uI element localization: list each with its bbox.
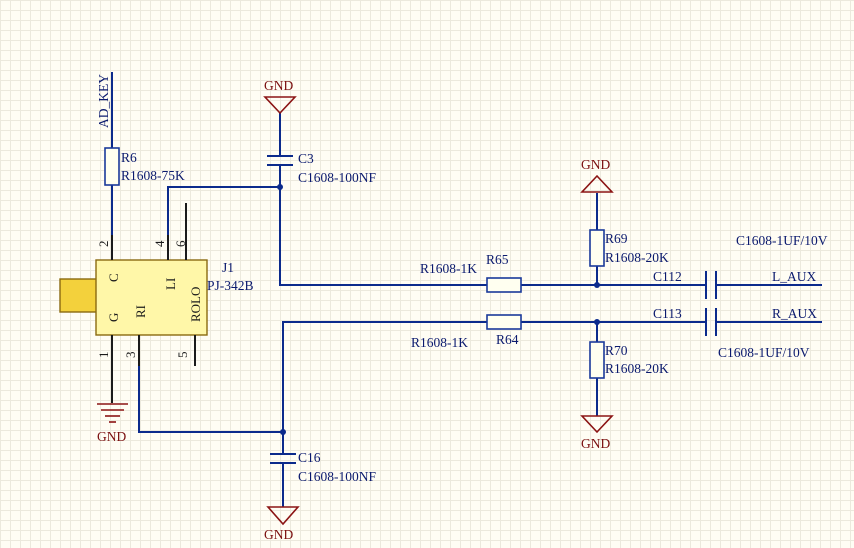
gnd-label-c16: GND <box>264 527 293 542</box>
junctions <box>277 184 600 435</box>
r69-value: R1608-20K <box>605 250 669 265</box>
r64-value: R1608-1K <box>411 335 468 350</box>
j1-value: PJ-342B <box>207 278 254 293</box>
c112-designator: C112 <box>653 269 682 284</box>
pin-number-6: 6 <box>173 240 188 247</box>
resistor-r69[interactable]: R69 R1608-20K <box>589 229 669 267</box>
pin-name-rolo: ROLO <box>188 287 203 322</box>
resistor-r70[interactable]: R70 R1608-20K <box>589 341 669 379</box>
capacitor-c3[interactable]: C3 C1608-100NF <box>267 151 376 185</box>
gnd-symbol-c3: GND <box>263 78 297 115</box>
gnd-label-r70: GND <box>581 436 610 451</box>
r6-designator: R6 <box>121 150 137 165</box>
resistor-r6[interactable]: R6 R1608-75K <box>104 147 185 186</box>
r69-designator: R69 <box>605 231 628 246</box>
pin-number-3: 3 <box>123 352 138 359</box>
pin-name-ri: RI <box>133 305 148 318</box>
junction-r-node <box>594 319 600 325</box>
r65-designator: R65 <box>486 252 509 267</box>
gnd-symbol-c16: GND <box>264 506 300 542</box>
c3-designator: C3 <box>298 151 314 166</box>
gnd-label-r69: GND <box>581 157 610 172</box>
r64-designator: R64 <box>496 332 519 347</box>
c113-designator: C113 <box>653 306 682 321</box>
j1-designator: J1 <box>222 260 234 275</box>
wires <box>111 72 822 507</box>
gnd-label-jack: GND <box>97 429 126 444</box>
gnd-symbol-r70: GND <box>580 415 614 451</box>
c16-value: C1608-100NF <box>298 469 376 484</box>
resistor-r64[interactable]: R1608-1K R64 <box>411 314 522 350</box>
gnd-label-c3: GND <box>264 78 293 93</box>
pin-name-li: LI <box>163 278 178 290</box>
pin-number-5: 5 <box>175 352 190 359</box>
jack-body <box>95 259 208 336</box>
r70-value: R1608-20K <box>605 361 669 376</box>
pin-number-2: 2 <box>96 241 111 248</box>
r6-value: R1608-75K <box>121 168 185 183</box>
c16-designator: C16 <box>298 450 321 465</box>
wire-li-to-c3 <box>167 186 280 260</box>
junction-l-node <box>594 282 600 288</box>
r65-value: R1608-1K <box>420 261 477 276</box>
capacitor-c16[interactable]: C16 C1608-100NF <box>270 450 376 484</box>
c3-value: C1608-100NF <box>298 170 376 185</box>
pin-number-1: 1 <box>96 352 111 359</box>
capacitor-c112[interactable]: C112 C1608-1UF/10V <box>653 233 828 299</box>
junction-c3 <box>277 184 283 190</box>
c112-value: C1608-1UF/10V <box>736 233 828 248</box>
audio-jack-j1[interactable]: 2 4 6 1 3 5 C LI G RI ROLO J1 PJ-342B <box>59 203 254 403</box>
pin-name-c: C <box>106 273 121 282</box>
net-label-l-aux: L_AUX <box>772 269 816 284</box>
capacitor-c113[interactable]: C113 C1608-1UF/10V <box>653 306 810 360</box>
c113-value: C1608-1UF/10V <box>718 345 810 360</box>
r70-designator: R70 <box>605 343 628 358</box>
wire-left-channel <box>279 187 487 286</box>
pin-number-4: 4 <box>152 240 167 247</box>
junction-c16 <box>280 429 286 435</box>
pin-name-g: G <box>106 313 121 322</box>
net-label-r-aux: R_AUX <box>772 306 817 321</box>
wire-right-channel <box>282 321 487 432</box>
gnd-symbol-r69: GND <box>580 157 614 193</box>
wire-ri-to-c16 <box>138 335 283 433</box>
net-label-ad-key: AD_KEY <box>96 74 111 128</box>
gnd-symbol-jack: GND <box>97 403 128 444</box>
jack-plug <box>59 278 98 313</box>
resistor-r65[interactable]: R1608-1K R65 <box>420 252 522 293</box>
